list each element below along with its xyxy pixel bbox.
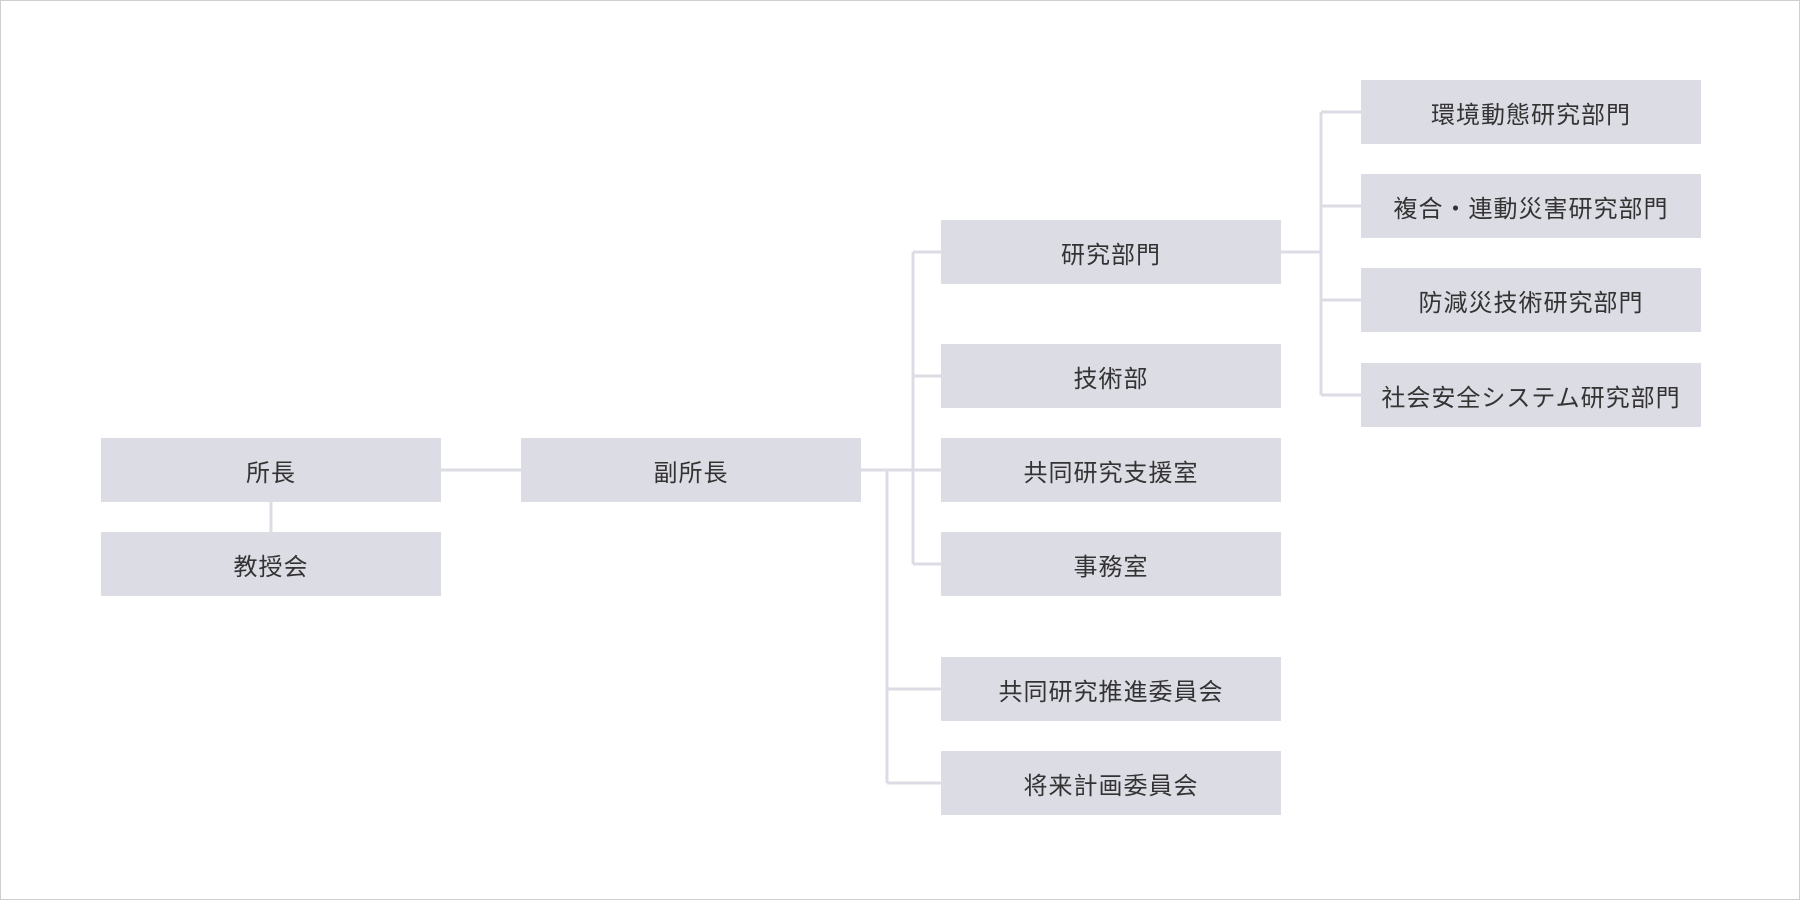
node-future-planning-committee: 将来計画委員会 (941, 751, 1281, 815)
node-administrative-office: 事務室 (941, 532, 1281, 596)
node-research-divisions: 研究部門 (941, 220, 1281, 284)
node-division-compound-disasters: 複合・連動災害研究部門 (1361, 174, 1701, 238)
node-division-disaster-mitigation-technology: 防減災技術研究部門 (1361, 268, 1701, 332)
node-deputy-director: 副所長 (521, 438, 861, 502)
node-joint-research-promotion-committee: 共同研究推進委員会 (941, 657, 1281, 721)
node-director: 所長 (101, 438, 441, 502)
node-division-environmental-dynamics: 環境動態研究部門 (1361, 80, 1701, 144)
node-joint-research-support-office: 共同研究支援室 (941, 438, 1281, 502)
node-faculty-council: 教授会 (101, 532, 441, 596)
node-division-social-safety-systems: 社会安全システム研究部門 (1361, 363, 1701, 427)
node-technical-department: 技術部 (941, 344, 1281, 408)
